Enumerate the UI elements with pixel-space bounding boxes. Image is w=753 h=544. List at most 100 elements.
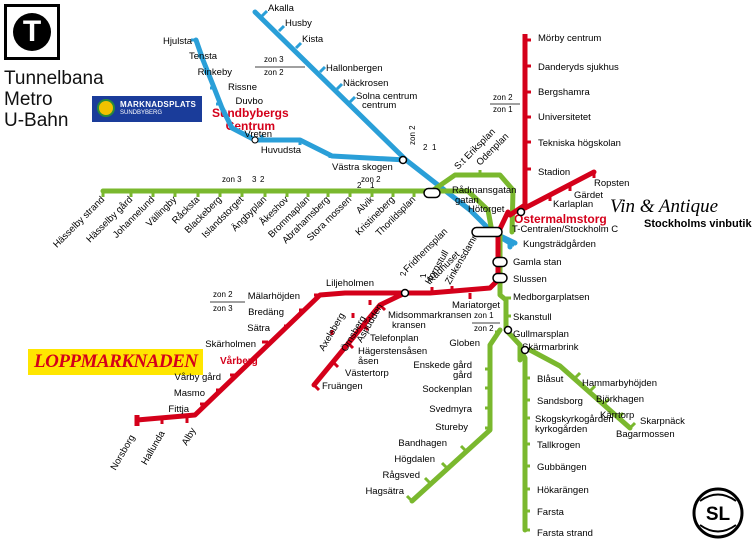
station-label-hogdalen: Högdalen	[394, 454, 435, 465]
marknadsplats-subtitle: SUNDBYBERG	[120, 110, 163, 116]
station-label-varby-gard: Vårby gård	[175, 372, 221, 383]
station-label-satra: Sätra	[247, 323, 270, 334]
station-tick-husby	[277, 24, 286, 33]
zone-label: 3	[252, 175, 257, 184]
marknadsplats-ad: MARKNADSPLATS SUNDBYBERG	[92, 96, 202, 122]
title-line-ubahn: U-Bahn	[4, 110, 69, 131]
station-label-sockenplan: Sockenplan	[422, 384, 472, 395]
station-label-skarmarbrink: Skärmarbrink	[522, 342, 579, 353]
zone-label: zon 2	[474, 324, 494, 333]
station-tick-kista	[294, 41, 303, 50]
line-green-north	[429, 172, 516, 235]
interchange-liljeholmen	[400, 288, 410, 298]
station-label-fittja: Fittja	[168, 404, 189, 415]
station-tick-karrtorp	[602, 397, 611, 406]
station-label-bergshamra: Bergshamra	[538, 87, 590, 98]
station-tick-solna-centrum	[348, 95, 357, 104]
station-label-globen: Globen	[449, 338, 480, 349]
title-line-metro: Metro	[4, 89, 53, 110]
station-label-stadion: Stadion	[538, 167, 570, 178]
station-label-liljeholmen: Liljeholmen	[326, 278, 374, 289]
station-label-hagsatra: Hagsätra	[365, 486, 404, 497]
title-line-tunnelbana: Tunnelbana	[4, 68, 104, 89]
zone-label: zon 1	[474, 311, 494, 320]
station-label-slussen: Slussen	[513, 274, 547, 285]
station-label-tallkrogen: Tallkrogen	[537, 440, 580, 451]
zone-label: zon 2	[493, 93, 513, 102]
station-label-stureby: Stureby	[435, 422, 468, 433]
station-label-duvbo: Duvbo	[236, 96, 263, 107]
station-label-hjulsta: Hjulsta	[163, 36, 193, 47]
station-label-karrtorp: Kärrtorp	[600, 410, 634, 421]
sl-logo-text: SL	[706, 504, 731, 525]
station-label-nackrosen: Näckrosen	[343, 78, 388, 89]
station-label-bagarmossen: Bagarmossen	[616, 429, 675, 440]
station-label-bjorkhagen: Björkhagen	[596, 394, 644, 405]
interchange-skarmarbrink	[520, 345, 530, 355]
station-label-husby: Husby	[285, 18, 312, 29]
station-tick-telefonplan	[361, 323, 370, 332]
station-label-svedmyra: Svedmyra	[429, 404, 472, 415]
station-label-varberg: Vårberg	[220, 355, 258, 367]
zone-label: zon 2	[361, 175, 381, 184]
station-label-hallunda: Hallunda	[139, 428, 168, 467]
station-label-skogskyrkogarden-line2: kyrkogården	[535, 424, 587, 435]
station-label-gullmarsplan: Gullmarsplan	[513, 329, 569, 340]
station-label-kungstradgarden: Kungsträdgården	[523, 239, 596, 250]
station-tick-midsommarkransen	[378, 303, 387, 312]
zone-label: 2	[399, 271, 408, 276]
station-marker-sundbyberg-centrum	[251, 136, 259, 144]
station-label-danderyds-sjukhus: Danderyds sjukhus	[538, 62, 619, 73]
interchange-t-centralen	[471, 226, 503, 238]
ostermalmstorg-ad: Östermalmstorg	[514, 212, 607, 226]
station-label-skarpnack: Skarpnäck	[640, 416, 685, 427]
station-label-farsta-strand: Farsta strand	[537, 528, 593, 539]
station-label-t-centralen-stockholm-c: T-Centralen/Stockholm C	[512, 224, 618, 235]
interchange-gamla-stan	[492, 256, 508, 268]
station-label-ragsved: Rågsved	[383, 470, 421, 481]
interchange-gullmarsplan	[503, 325, 513, 335]
zone-label: zon 3	[213, 304, 233, 313]
station-label-radmansgatan-line2: gatan	[455, 195, 479, 206]
station-tick-fruangen	[312, 383, 321, 392]
station-tick-ragsved	[423, 476, 432, 485]
vin-antique-subtitle: Stockholms vinbutik	[644, 218, 752, 230]
station-label-tekniska-hogskolan: Tekniska högskolan	[538, 138, 621, 149]
zone-label: 1	[370, 181, 375, 190]
station-tick-nackrosen	[335, 82, 344, 91]
station-label-vreten: Vreten	[244, 129, 272, 140]
station-label-huvudsta: Huvudsta	[261, 145, 302, 156]
station-tick-bjorkhagen	[588, 384, 597, 393]
station-label-bredang: Bredäng	[248, 307, 284, 318]
station-label-skogskyrkogarden: Skogskyrkogården	[535, 414, 614, 425]
station-label-enskede-gard-line2: gård	[453, 370, 472, 381]
medal-icon	[97, 99, 115, 117]
station-label-morby-centrum: Mörby centrum	[538, 33, 601, 44]
line-red-morby	[507, 37, 528, 218]
station-tick-hagsatra	[405, 494, 414, 503]
zone-label: 2	[260, 175, 265, 184]
station-label-vastra-skogen: Västra skogen	[332, 162, 393, 173]
station-tick-hogdalen	[440, 461, 449, 470]
zone-label: 2	[357, 181, 362, 190]
station-label-skanstull: Skanstull	[513, 312, 552, 323]
interchange-ostermalmstorg	[516, 207, 526, 217]
map-title: Tunnelbana Metro U-Bahn	[4, 68, 104, 131]
station-label-karlaplan: Karlaplan	[553, 199, 593, 210]
station-label-gubbangen: Gubbängen	[537, 462, 587, 473]
station-tick-hallonbergen	[318, 65, 327, 74]
station-label-kista: Kista	[302, 34, 324, 45]
station-label-akalla: Akalla	[268, 3, 295, 14]
interchange-stadshagen	[398, 155, 408, 165]
station-label-solna-centrum-line2: centrum	[362, 100, 396, 111]
station-label-hotorget: Hötorget	[468, 204, 505, 215]
t-icon: T	[13, 13, 51, 51]
station-label-medborgarplatsen: Medborgarplatsen	[513, 292, 590, 303]
station-label-vastertorp: Västertorp	[345, 368, 389, 379]
logo-letter: T	[22, 15, 42, 48]
station-tick-skarpnack	[628, 421, 637, 430]
station-label-alby: Alby	[180, 426, 199, 448]
station-label-tensta: Tensta	[189, 51, 218, 62]
station-label-hallonbergen: Hallonbergen	[326, 63, 383, 74]
